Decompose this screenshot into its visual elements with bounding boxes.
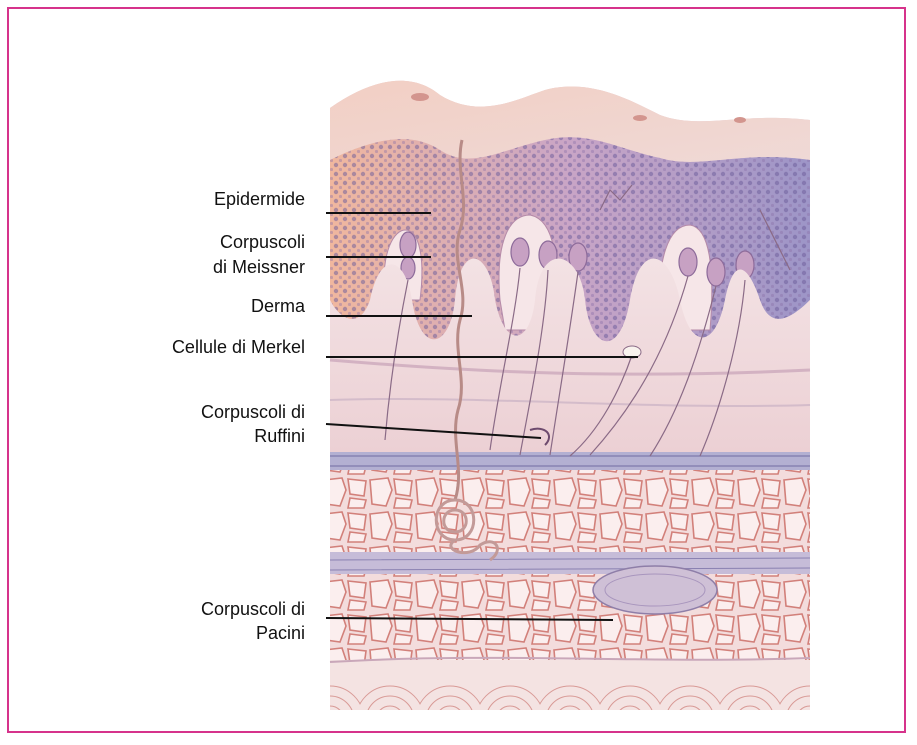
leader-line-pacini [326,618,613,620]
leader-line-ruffini [326,424,541,438]
